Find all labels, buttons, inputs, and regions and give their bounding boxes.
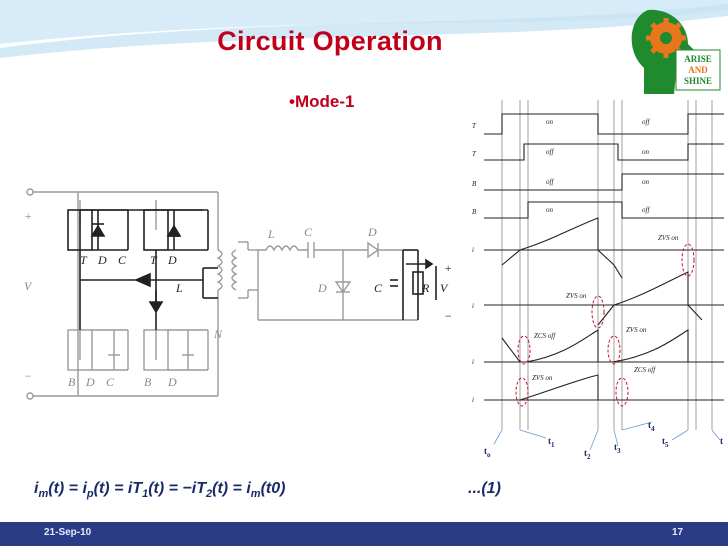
- row-label-1: T: [472, 122, 477, 130]
- logo-text-3: SHINE: [684, 76, 712, 86]
- slide-title: Circuit Operation: [217, 26, 443, 56]
- label-cb1: C: [106, 375, 115, 389]
- label-co: C: [374, 281, 383, 295]
- state-2a: off: [546, 148, 554, 156]
- label-ct1: C: [118, 253, 127, 267]
- zvs-on-1: ZVS on: [658, 234, 679, 242]
- label-vin: V: [24, 279, 33, 293]
- label-minus: −: [24, 369, 32, 383]
- time-t6: t: [720, 436, 723, 446]
- label-oplus: +: [444, 261, 452, 275]
- label-lfk: L: [267, 227, 275, 241]
- time-t4: t4: [648, 420, 655, 433]
- row-label-4: B: [472, 208, 477, 216]
- time-t1: t1: [548, 436, 555, 449]
- footer-bar: [0, 522, 728, 546]
- wave-label-2: i: [472, 302, 474, 310]
- state-1b: off: [642, 118, 650, 126]
- label-cr: C: [304, 225, 313, 239]
- label-d2: D: [317, 281, 327, 295]
- label-t1: T: [80, 253, 88, 267]
- label-db1: D: [85, 375, 95, 389]
- label-dt2: D: [167, 253, 177, 267]
- label-ro: R: [421, 281, 430, 295]
- label-vo: V: [440, 281, 449, 295]
- circuit-diagram: + V − T D C T D B D C B D L N L C D D C …: [24, 188, 452, 400]
- time-t2: t2: [584, 448, 591, 461]
- zvs-on-2: ZVS on: [566, 292, 587, 300]
- wave-label-3: i: [472, 358, 474, 366]
- zcs-off-1: ZCS off: [534, 332, 556, 340]
- logo-text-2: AND: [688, 65, 708, 75]
- label-b2: B: [144, 375, 152, 389]
- state-2b: on: [642, 148, 650, 156]
- institution-logo: ARISE AND SHINE: [631, 9, 721, 94]
- slide-subtitle: •Mode-1: [289, 92, 355, 111]
- label-d1: D: [367, 225, 377, 239]
- zvs-on-3: ZVS on: [626, 326, 647, 334]
- label-dt1: D: [97, 253, 107, 267]
- state-3b: on: [642, 178, 650, 186]
- wave-label-1: i: [472, 246, 474, 254]
- header-band: [0, 0, 728, 58]
- label-plus: +: [24, 209, 32, 223]
- row-label-3: B: [472, 180, 477, 188]
- time-t5: t5: [662, 436, 669, 449]
- label-ratio: N: [213, 327, 223, 341]
- label-db2: D: [167, 375, 177, 389]
- footer-page-number: 17: [672, 527, 684, 538]
- zvs-on-4: ZVS on: [532, 374, 553, 382]
- equation-number: ...(1): [468, 480, 501, 497]
- row-label-2: T: [472, 150, 477, 158]
- zcs-off-2: ZCS off: [634, 366, 656, 374]
- label-ominus: −: [444, 309, 452, 323]
- wave-label-4: i: [472, 396, 474, 404]
- timing-diagram: T T B B i i i i on off off on off on on …: [472, 100, 724, 461]
- label-t2: T: [150, 253, 158, 267]
- label-lm: L: [175, 281, 183, 295]
- time-t0: to: [484, 446, 491, 459]
- state-4a: on: [546, 206, 554, 214]
- state-4b: off: [642, 206, 650, 214]
- time-t3: t3: [614, 442, 621, 455]
- equation: im(t) = ip(t) = iT1(t) = −iT2(t) = im(t0…: [34, 480, 286, 501]
- state-1a: on: [546, 118, 554, 126]
- label-b1: B: [68, 375, 76, 389]
- footer-date: 21-Sep-10: [44, 527, 92, 538]
- state-3a: off: [546, 178, 554, 186]
- logo-text-1: ARISE: [684, 54, 712, 64]
